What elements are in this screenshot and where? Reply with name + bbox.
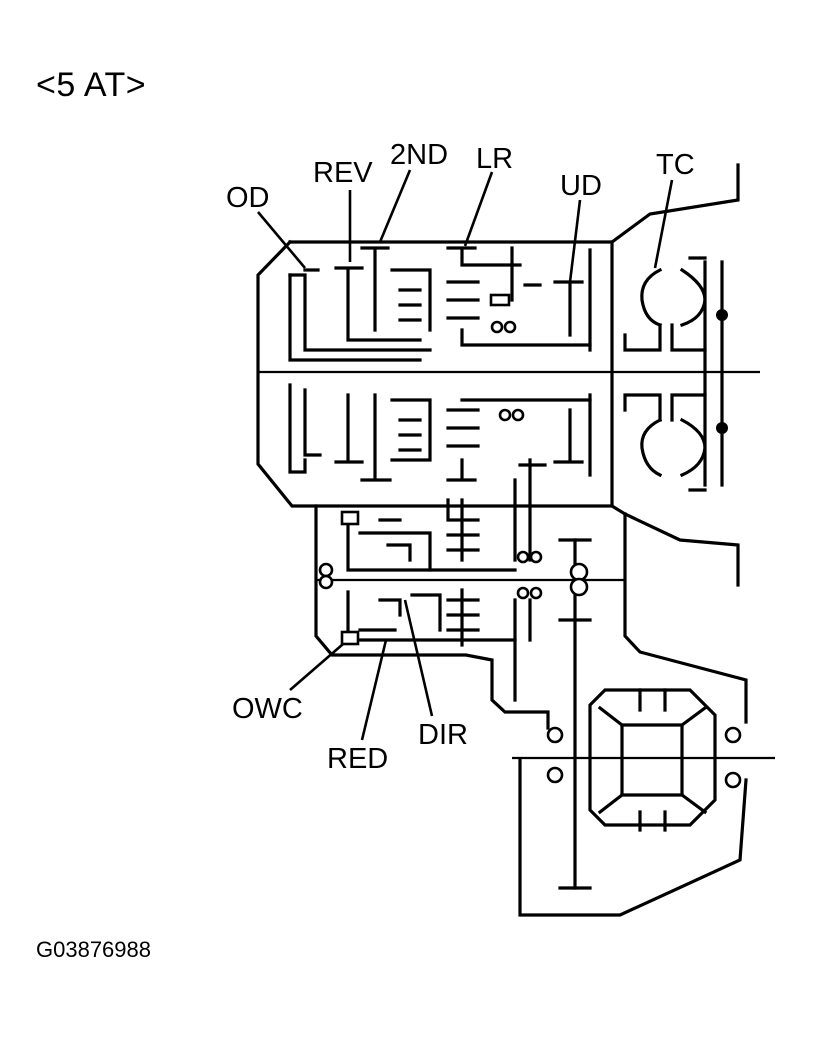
gear-train	[318, 458, 592, 890]
label-rev: REV	[313, 157, 373, 189]
differential	[546, 688, 742, 832]
torque-converter	[623, 256, 728, 492]
page-title: <5 AT>	[36, 66, 147, 104]
label-lr: LR	[476, 143, 513, 175]
label-od: OD	[226, 182, 270, 214]
clutch-pack-upper	[288, 246, 592, 362]
clutch-pack-lower	[288, 383, 592, 482]
label-owc: OWC	[232, 693, 303, 725]
label-tc: TC	[656, 149, 695, 181]
label-red: RED	[327, 743, 388, 775]
label-dir: DIR	[418, 719, 468, 751]
label-ud: UD	[560, 170, 602, 202]
label-2nd: 2ND	[390, 139, 448, 171]
figure-id: G03876988	[36, 937, 151, 962]
leader-lines	[257, 169, 674, 741]
